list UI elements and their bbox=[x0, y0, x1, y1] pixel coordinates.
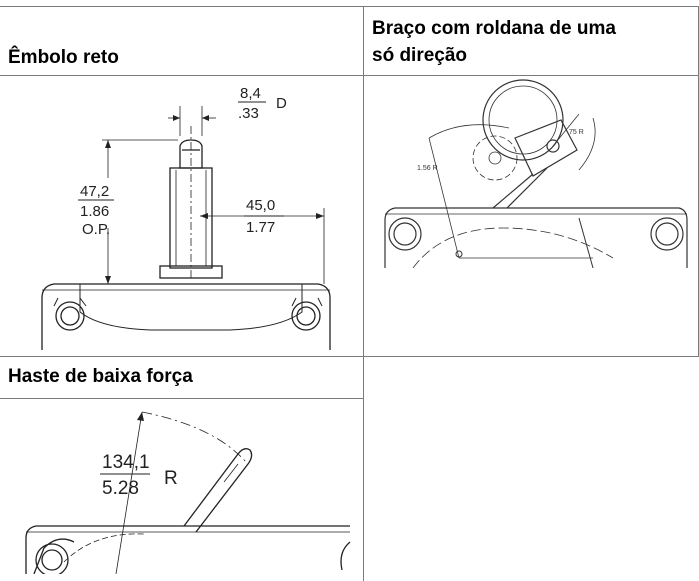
header-low-force-lever: Haste de baixa força bbox=[8, 366, 193, 387]
table-header-divider bbox=[0, 75, 699, 76]
plunger-d-mm: 8,4 bbox=[240, 85, 261, 102]
header-roller-arm-line2: só direção bbox=[372, 45, 468, 66]
table-subheader-divider bbox=[0, 398, 363, 399]
header-roller-arm-line1: Braço com roldana de uma bbox=[372, 18, 616, 39]
plunger-d-suffix: D bbox=[276, 95, 287, 112]
table-column-divider bbox=[363, 6, 364, 581]
roller-arm-drawing: 1.56 R 75 R bbox=[383, 78, 689, 268]
header-straight-plunger: Êmbolo reto bbox=[8, 47, 119, 68]
lever-dim-mm: 134,1 bbox=[102, 452, 150, 473]
plunger-diagram: 8,4 .33 D 47,2 1.86 O.P. 45,0 1.77 bbox=[41, 85, 331, 350]
roller-dim-left: 1.56 R bbox=[417, 165, 438, 172]
roller-dim-right: 75 R bbox=[569, 129, 584, 136]
plunger-d-in: .33 bbox=[238, 105, 259, 122]
plunger-drawing: 8,4 .33 D 47,2 1.86 O.P. 45,0 1.77 bbox=[40, 78, 332, 350]
table-top-border bbox=[0, 6, 699, 7]
plunger-width-mm: 45,0 bbox=[246, 197, 275, 214]
roller-arm-diagram: 1.56 R 75 R bbox=[384, 79, 688, 268]
lever-diagram: 134,1 5.28 R bbox=[25, 411, 351, 574]
table-row-divider bbox=[0, 356, 699, 357]
lever-dim-suffix: R bbox=[164, 468, 178, 489]
lever-dim-in: 5.28 bbox=[102, 478, 139, 499]
plunger-op-label: O.P. bbox=[82, 221, 110, 238]
lever-drawing: 134,1 5.28 R bbox=[24, 402, 354, 574]
plunger-width-in: 1.77 bbox=[246, 219, 275, 236]
plunger-op-in: 1.86 bbox=[80, 203, 109, 220]
plunger-op-mm: 47,2 bbox=[80, 183, 109, 200]
